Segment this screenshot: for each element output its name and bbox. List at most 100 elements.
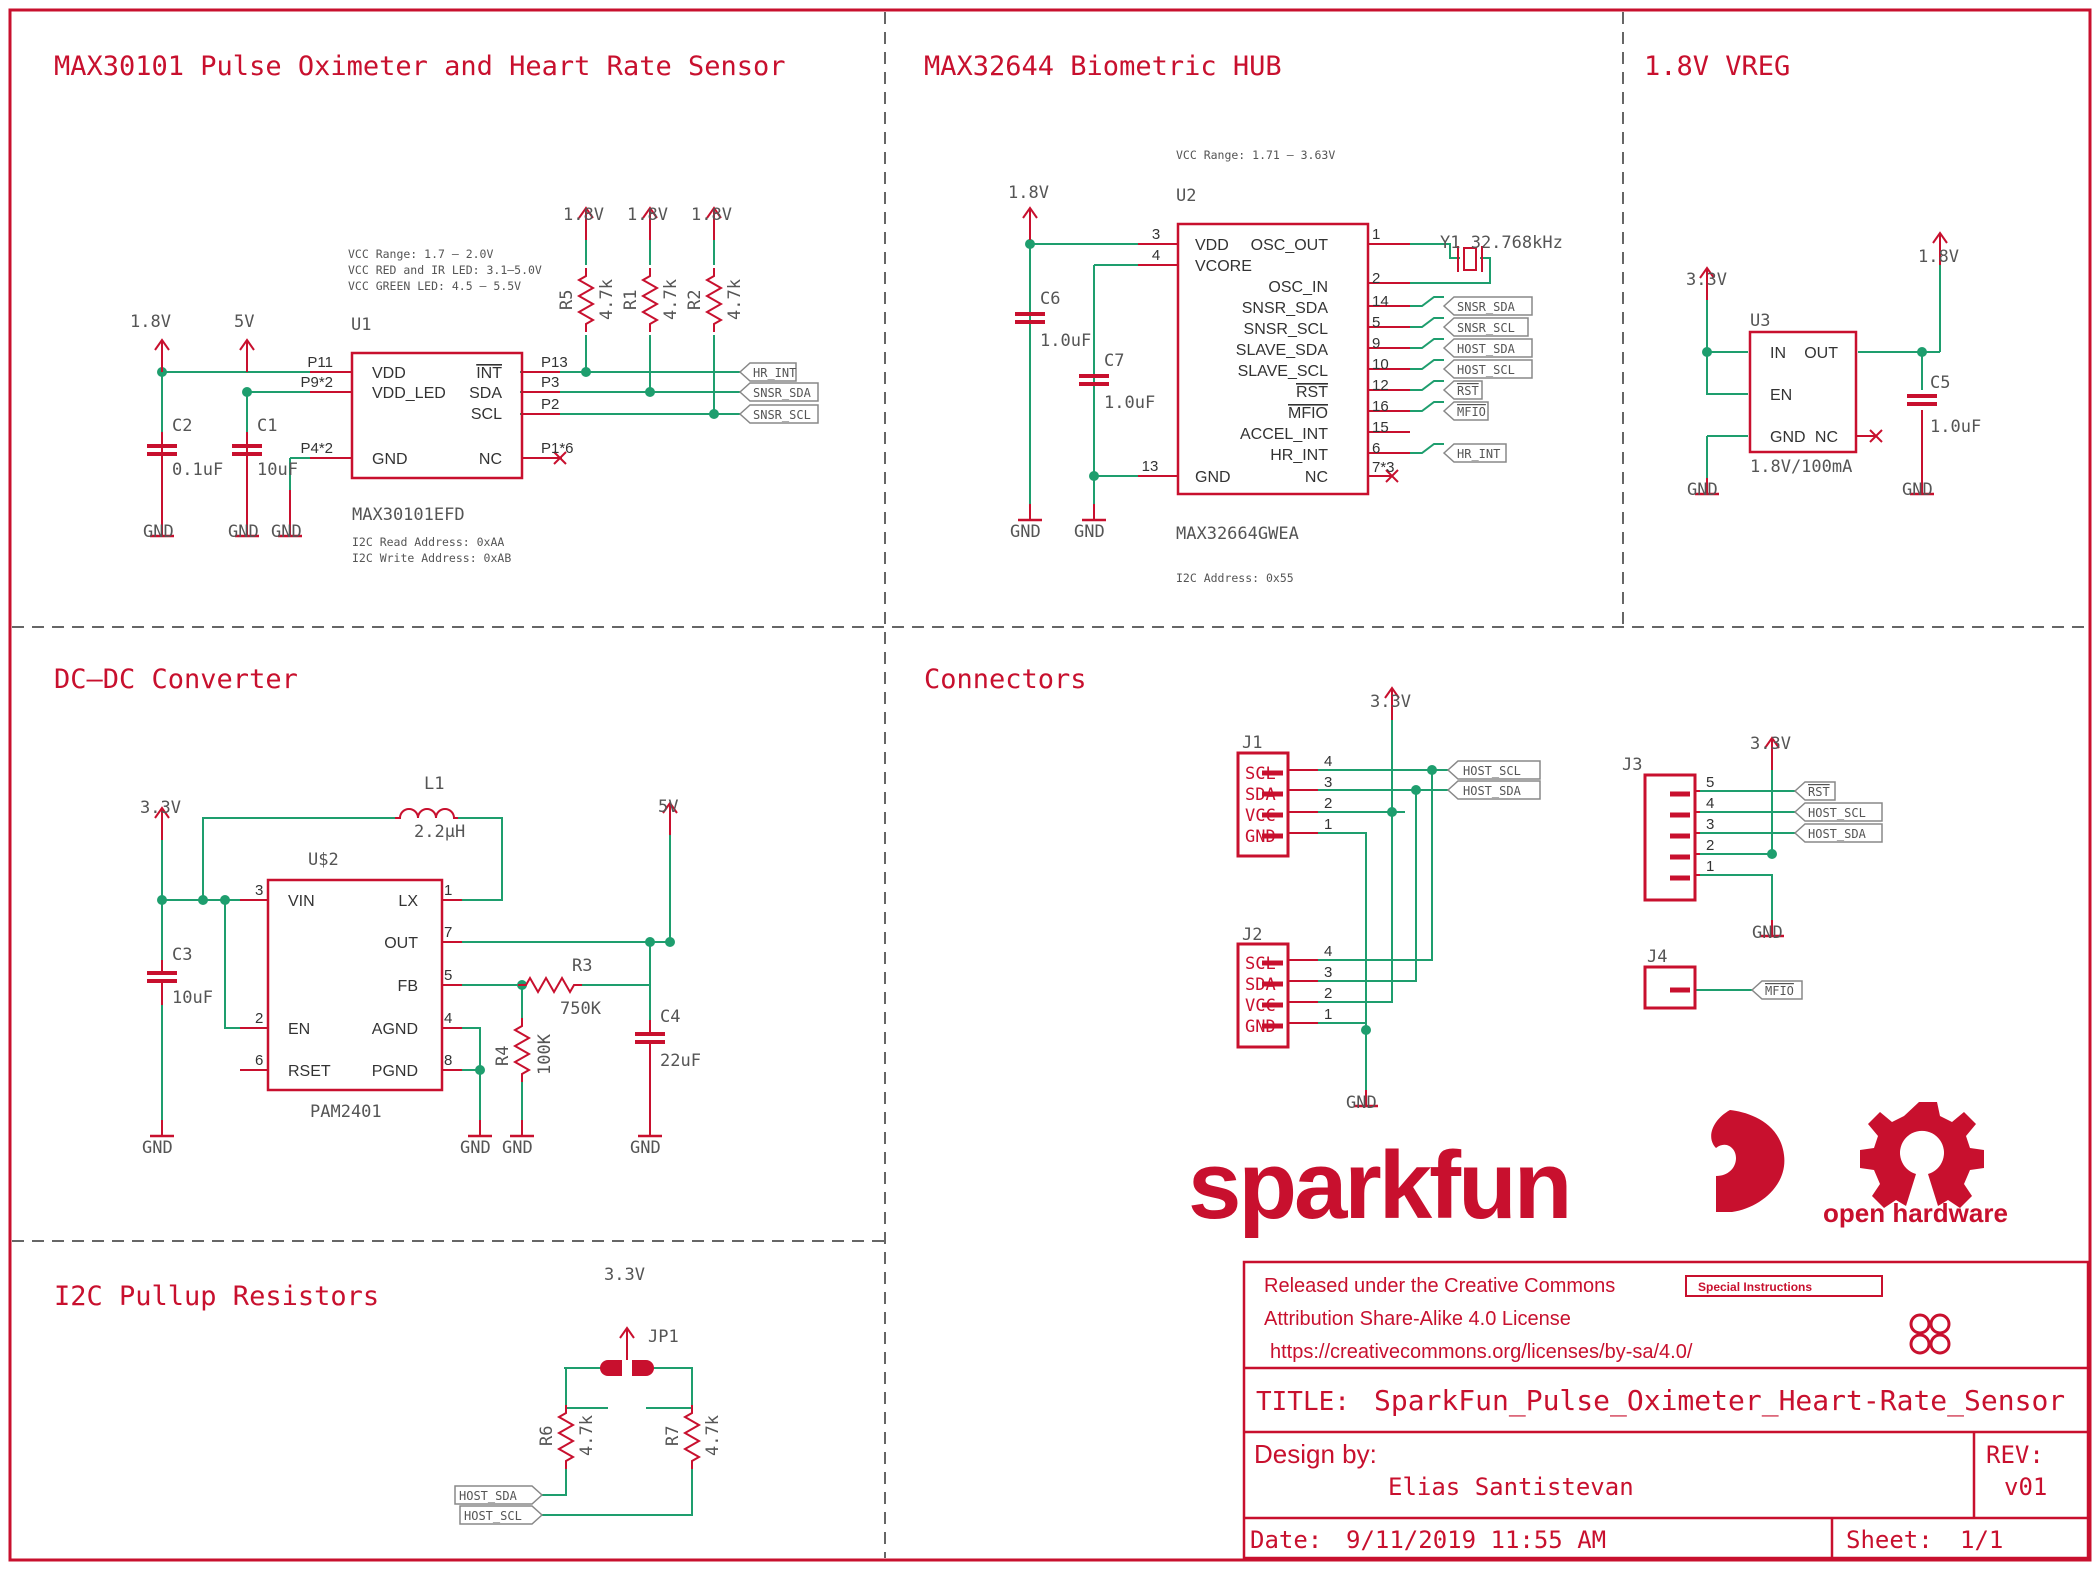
u3-pin-en: EN xyxy=(1770,387,1792,404)
u2-pin-num: 2 xyxy=(1372,270,1380,287)
open-hardware-text: open hardware xyxy=(1823,1198,2008,1228)
u1-pad: P13 xyxy=(541,354,568,371)
pam-pin-en: EN xyxy=(288,1021,310,1038)
section-title-max32644: MAX32644 Biometric HUB xyxy=(924,51,1282,82)
u2-pin-num: 14 xyxy=(1372,293,1389,310)
u1-ref: U1 xyxy=(351,315,371,335)
u2-pin: ACCEL_INT xyxy=(1240,426,1328,443)
pam-pin-rset: RSET xyxy=(288,1063,331,1080)
r7-value: 4.7k xyxy=(703,1415,723,1456)
u2-pin: OSC_OUT xyxy=(1251,237,1329,254)
j3-pin-num: 1 xyxy=(1706,858,1714,875)
u1-note: VCC GREEN LED: 4.5 – 5.5V xyxy=(348,279,521,293)
u2-pin-num: 9 xyxy=(1372,335,1380,352)
u3-pin-nc: NC xyxy=(1815,429,1838,446)
max32644-block: 1.8V GND GND C6 1.0uF C7 1.0uF U2 MAX326… xyxy=(1008,148,1563,585)
u2-pin: RST xyxy=(1296,384,1328,401)
j1-pin-num: 2 xyxy=(1324,795,1332,812)
gnd-label: GND xyxy=(143,522,174,542)
j1-pin-num: 1 xyxy=(1324,816,1332,833)
u2-address: I2C Address: 0x55 xyxy=(1176,571,1294,585)
net-label-snsr-scl: SNSR_SCL xyxy=(753,408,811,422)
section-title-dcdc: DC–DC Converter xyxy=(54,664,298,695)
pam-pin-vin: VIN xyxy=(288,893,315,910)
pam-pin-pgnd: PGND xyxy=(372,1063,418,1080)
u1-part: MAX30101EFD xyxy=(352,505,465,525)
u2-pin: MFIO xyxy=(1288,405,1328,422)
j1-label-sda: SDA xyxy=(1245,785,1276,805)
r7-ref: R7 xyxy=(663,1426,683,1446)
c1-value: 10uF xyxy=(257,460,298,480)
v5-label: 5V xyxy=(234,312,254,332)
j1-pin-num: 4 xyxy=(1324,753,1332,770)
pam-pin-num: 5 xyxy=(444,967,452,984)
c3-value: 10uF xyxy=(172,988,213,1008)
c7-ref: C7 xyxy=(1104,351,1124,371)
c2-ref: C2 xyxy=(172,416,192,436)
gnd-label: GND xyxy=(228,522,259,542)
j1-label-gnd: GND xyxy=(1245,827,1276,847)
c5-value: 1.0uF xyxy=(1930,417,1981,437)
open-hardware-gear-icon xyxy=(1860,1102,1984,1208)
r6-ref: R6 xyxy=(537,1426,557,1446)
gnd-label: GND xyxy=(502,1138,533,1158)
u2-pin: SLAVE_SCL xyxy=(1238,363,1329,380)
license-line: Attribution Share-Alike 4.0 License xyxy=(1264,1308,1571,1330)
section-title-i2c: I2C Pullup Resistors xyxy=(54,1281,379,1312)
sparkfun-flame-icon xyxy=(1711,1110,1785,1212)
sparkfun-logo-text: sparkfun xyxy=(1188,1132,1569,1239)
gnd-label: GND xyxy=(1687,480,1718,500)
vreg-block: 3.3V 1.8V GND GND U3 1.8V/100mA C5 1.0uF… xyxy=(1686,232,1981,500)
u2-supply-label: 1.8V xyxy=(1008,183,1049,203)
u1-pad: P3 xyxy=(541,374,559,391)
j2-label-scl: SCL xyxy=(1245,954,1276,974)
u2-ref: U2 xyxy=(1176,186,1196,206)
r1-supply-label: 1.8V xyxy=(627,205,668,225)
pam-pin-num: 7 xyxy=(444,924,452,941)
u1-pad: P4*2 xyxy=(300,440,333,457)
gnd-label: GND xyxy=(1074,522,1105,542)
r4-ref: R4 xyxy=(493,1046,513,1066)
pam2401-part: PAM2401 xyxy=(310,1102,382,1122)
dcdc-output-label: 5V xyxy=(658,797,678,817)
u2-pin-num: 15 xyxy=(1372,419,1389,436)
net-label-hr-int: HR_INT xyxy=(1457,447,1500,461)
i2c-pullup-block: HOST_SDA HOST_SCL 3.3V JP1 R6 4.7k R7 4.… xyxy=(454,1265,723,1525)
gnd-label: GND xyxy=(142,1138,173,1158)
dcdc-block: 3.3V 5V L1 2.2µH U$2 PAM2401 C3 10uF R3 … xyxy=(140,774,701,1158)
u2-pin: SNSR_SDA xyxy=(1242,300,1329,317)
u2-pin-vdd: VDD xyxy=(1195,237,1229,254)
r2-supply-label: 1.8V xyxy=(691,205,732,225)
u1-pin-nc: NC xyxy=(479,451,502,468)
pam-pin-num: 8 xyxy=(444,1052,452,1069)
j2-label-vcc: VCC xyxy=(1245,996,1276,1016)
v18-label: 1.8V xyxy=(130,312,171,332)
u2-pin: OSC_IN xyxy=(1268,279,1328,296)
j3-pin-num: 3 xyxy=(1706,816,1714,833)
net-label-host-scl: HOST_SCL xyxy=(1808,806,1866,820)
net-label-host-sda: HOST_SDA xyxy=(1808,827,1867,841)
c2-value: 0.1uF xyxy=(172,460,223,480)
u3-pin-gnd: GND xyxy=(1770,429,1806,446)
date-label: Date: xyxy=(1250,1526,1322,1554)
cc-license-icon xyxy=(1909,1313,1951,1355)
net-label-host-scl: HOST_SCL xyxy=(1463,764,1521,778)
u2-pin-num: 12 xyxy=(1372,377,1389,394)
j3-ref: J3 xyxy=(1622,755,1642,775)
u1-pin-int: INT xyxy=(476,365,502,382)
u1-note: VCC Range: 1.7 – 2.0V xyxy=(348,247,493,261)
net-label-host-scl: HOST_SCL xyxy=(464,1509,522,1523)
j1-pin-num: 3 xyxy=(1324,774,1332,791)
net-label-host-sda: HOST_SDA xyxy=(459,1489,518,1503)
j2-pin-num: 4 xyxy=(1324,943,1332,960)
j2-pin-num: 3 xyxy=(1324,964,1332,981)
c1-ref: C1 xyxy=(257,416,277,436)
j2-pin-num: 1 xyxy=(1324,1006,1332,1023)
pam-pin-fb: FB xyxy=(398,978,418,995)
j2-pin-num: 2 xyxy=(1324,985,1332,1002)
rev-value: v01 xyxy=(2004,1473,2047,1501)
r2-ref: R2 xyxy=(685,290,705,310)
pam-pin-lx: LX xyxy=(398,893,418,910)
dcdc-input-label: 3.3V xyxy=(140,798,181,818)
